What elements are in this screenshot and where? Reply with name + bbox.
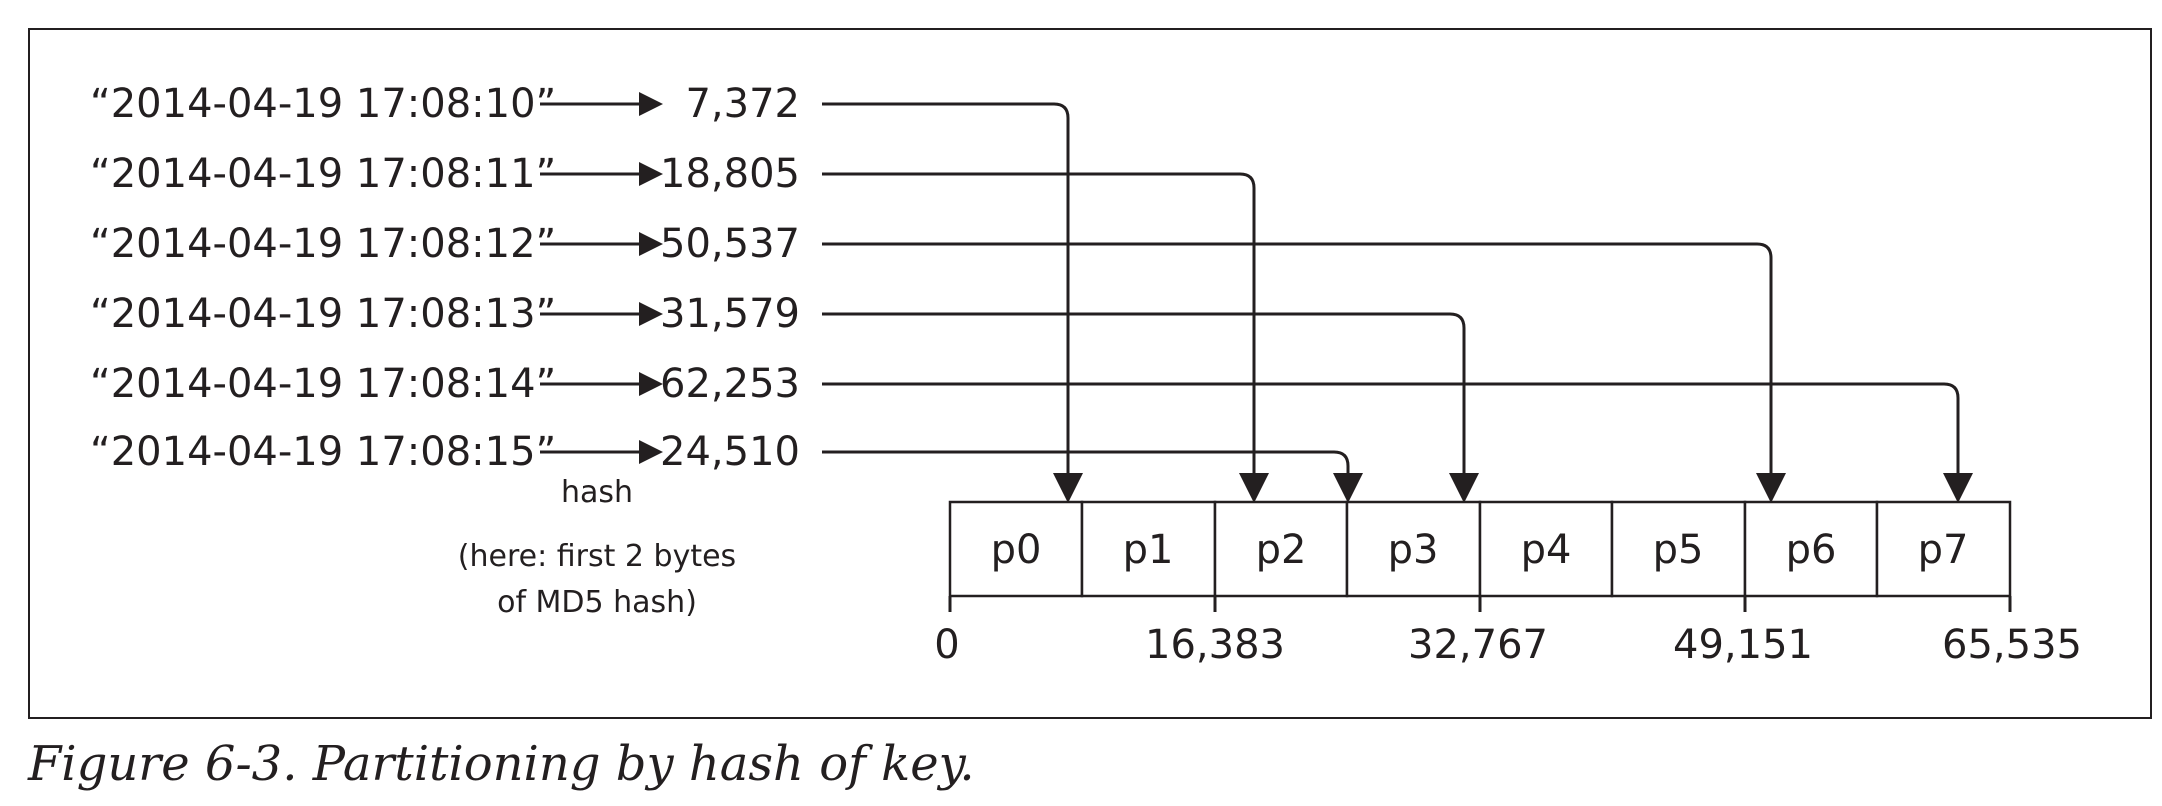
partition-label: p2 [1256, 527, 1307, 573]
partition-label: p4 [1521, 527, 1572, 573]
key-label: “2014-04-19 17:08:14” [90, 361, 556, 407]
key-label: “2014-04-19 17:08:15” [90, 429, 556, 475]
hash-note-line: (here: first 2 bytes [458, 539, 736, 574]
key-row: “2014-04-19 17:08:11” 18,805 [90, 151, 1269, 503]
figure-frame [28, 28, 2152, 719]
key-row: “2014-04-19 17:08:10” 7,372 [90, 81, 1083, 503]
tick-label: 16,383 [1145, 622, 1285, 668]
partition-label: p7 [1918, 527, 1969, 573]
hash-label: hash [561, 475, 633, 510]
key-row: “2014-04-19 17:08:14” 62,253 [90, 361, 1973, 503]
tick-label: 65,535 [1942, 622, 2082, 668]
key-row: “2014-04-19 17:08:13” 31,579 [90, 291, 1479, 503]
partition-label: p6 [1786, 527, 1837, 573]
hash-value: 50,537 [660, 221, 800, 267]
key-row: “2014-04-19 17:08:12” 50,537 [90, 221, 1786, 503]
hash-partitioning-diagram: “2014-04-19 17:08:10” 7,372 “2014-04-19 … [90, 81, 2082, 668]
route-wire [822, 450, 1363, 503]
hash-note-line: of MD5 hash) [497, 585, 697, 620]
tick-label: 32,767 [1408, 622, 1548, 668]
partition-cell [1743, 500, 1879, 598]
boundary-ticks: 0 16,383 32,767 49,151 65,535 [934, 596, 2082, 668]
key-label: “2014-04-19 17:08:13” [90, 291, 556, 337]
partition-cell [1345, 500, 1482, 598]
partition-label: p5 [1653, 527, 1704, 573]
tick-label: 0 [934, 622, 959, 668]
key-label: “2014-04-19 17:08:10” [90, 81, 556, 127]
partition-strip: p0 p1 p2 p3 p4 p5 p6 p7 [948, 500, 2012, 598]
partition-cell [1213, 500, 1349, 598]
hash-value: 18,805 [660, 151, 800, 197]
partition-label: p3 [1388, 527, 1439, 573]
route-wire [822, 172, 1269, 503]
figure-caption: Figure 6-3. Partitioning by hash of key. [28, 736, 975, 792]
key-label: “2014-04-19 17:08:12” [90, 221, 556, 267]
route-wire [822, 102, 1083, 503]
hash-value: 31,579 [660, 291, 800, 337]
partition-cell [1610, 500, 1747, 598]
partition-label: p0 [991, 527, 1042, 573]
route-wire [822, 242, 1786, 503]
hash-value: 7,372 [685, 81, 800, 127]
hash-value: 24,510 [660, 429, 800, 475]
key-label: “2014-04-19 17:08:11” [90, 151, 556, 197]
route-wire [822, 312, 1479, 503]
hash-value: 62,253 [660, 361, 800, 407]
partition-cell [1080, 500, 1217, 598]
tick-label: 49,151 [1673, 622, 1813, 668]
partition-label: p1 [1123, 527, 1174, 573]
partition-cell [1875, 500, 2012, 598]
key-row: “2014-04-19 17:08:15” 24,510 [90, 429, 1363, 503]
route-wire [822, 382, 1973, 503]
